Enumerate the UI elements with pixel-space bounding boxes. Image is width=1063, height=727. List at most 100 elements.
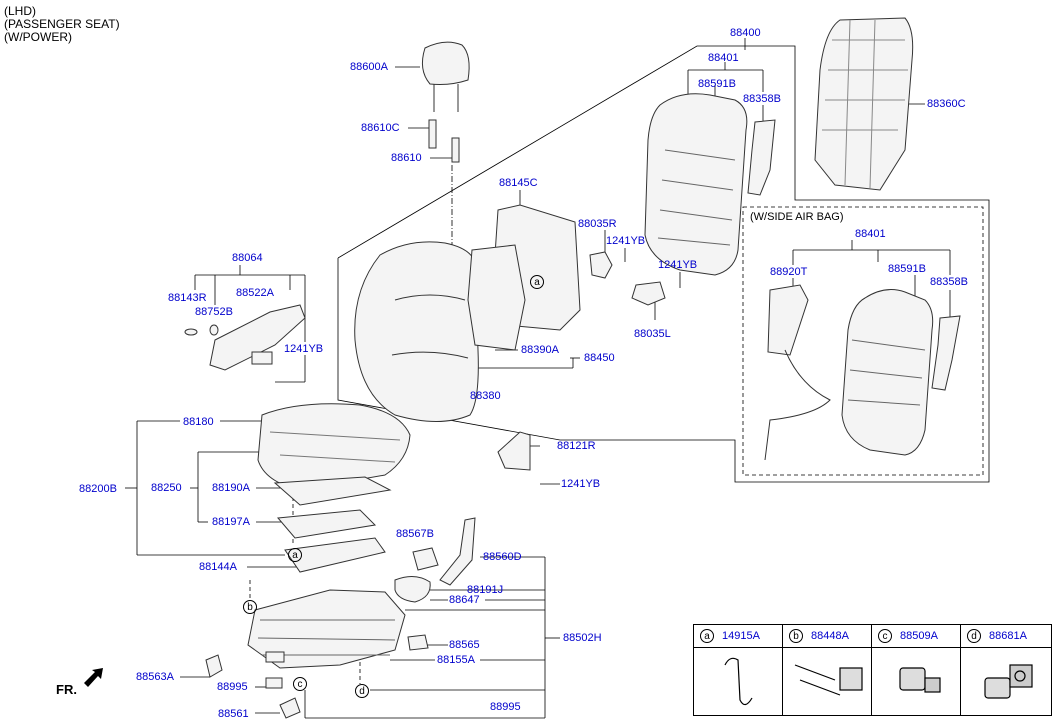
callout-88565[interactable]: 88565 <box>449 639 480 651</box>
callout-88197A[interactable]: 88197A <box>212 516 250 528</box>
clip-part <box>412 547 439 571</box>
legend-header: b 88448A <box>783 625 871 648</box>
seat-cushion-part <box>257 403 411 491</box>
cover-part <box>279 697 301 719</box>
cover-part <box>407 634 429 651</box>
callout-88121R[interactable]: 88121R <box>557 440 596 452</box>
callout-88600A[interactable]: 88600A <box>350 61 388 73</box>
marker-a: a <box>530 275 544 289</box>
callout-88191J[interactable]: 88191J <box>467 584 504 596</box>
legend-marker: d <box>967 629 981 643</box>
legend-marker: a <box>700 629 714 643</box>
callout-88563A[interactable]: 88563A <box>136 671 174 683</box>
callout-1241YB[interactable]: 1241YB <box>284 343 324 355</box>
airbag-variant-title: (W/SIDE AIR BAG) <box>750 211 844 223</box>
marker-b: b <box>243 600 257 614</box>
callout-88360C[interactable]: 88360C <box>927 98 966 110</box>
legend-header: d 88681A <box>961 625 1051 648</box>
callout-88561[interactable]: 88561 <box>218 708 249 720</box>
callout-88647[interactable]: 88647 <box>449 594 480 606</box>
legend-header: c 88509A <box>872 625 960 648</box>
bracket-part <box>631 281 666 306</box>
bracket-part <box>589 251 613 279</box>
callout-88920T[interactable]: 88920T <box>770 266 808 278</box>
callout-88522A[interactable]: 88522A <box>236 287 274 299</box>
callout-88144A[interactable]: 88144A <box>199 561 237 573</box>
callout-88567B[interactable]: 88567B <box>396 528 434 540</box>
callout-88752B[interactable]: 88752B <box>195 306 233 318</box>
headrest-part <box>421 41 470 85</box>
duct-part <box>439 517 476 586</box>
callout-88143R[interactable]: 88143R <box>168 292 207 304</box>
side-trim-part <box>747 119 776 196</box>
callout-1241YB[interactable]: 1241YB <box>561 478 601 490</box>
legend-cell-c: c 88509A <box>872 625 961 716</box>
legend-cell-a: a 14915A <box>694 625 783 716</box>
side-trim-part <box>931 315 961 391</box>
lumbar-support-part <box>209 304 306 371</box>
callout-88401-airbag[interactable]: 88401 <box>855 228 886 240</box>
airbag-module-part <box>767 284 809 356</box>
variant-note-seat: (PASSENGER SEAT) <box>4 17 120 31</box>
guide-part <box>428 119 437 149</box>
backrest-frame-part <box>841 289 934 456</box>
callout-88610C[interactable]: 88610C <box>361 122 400 134</box>
callout-88145C[interactable]: 88145C <box>499 177 538 189</box>
callout-88995[interactable]: 88995 <box>490 701 521 713</box>
callout-88358B-airbag[interactable]: 88358B <box>930 276 968 288</box>
callout-1241YB[interactable]: 1241YB <box>658 259 698 271</box>
front-direction-label: FR. <box>56 682 77 697</box>
cover-part <box>205 654 223 678</box>
legend-part-code[interactable]: 88448A <box>811 630 849 642</box>
legend-marker: b <box>789 629 803 643</box>
guide-part <box>451 137 460 163</box>
variant-note-power: (W/POWER) <box>4 30 72 44</box>
callout-88450[interactable]: 88450 <box>584 352 615 364</box>
callout-88180[interactable]: 88180 <box>183 416 214 428</box>
callout-88035L[interactable]: 88035L <box>634 328 671 340</box>
legend-marker: c <box>878 629 892 643</box>
motor-icon <box>899 667 941 693</box>
callout-88401[interactable]: 88401 <box>708 52 739 64</box>
callout-88591B[interactable]: 88591B <box>698 78 736 90</box>
legend-cell-d: d 88681A <box>961 625 1051 716</box>
cover-part <box>265 651 285 663</box>
callout-88064[interactable]: 88064 <box>232 252 263 264</box>
legend-header: a 14915A <box>694 625 782 648</box>
callout-88995[interactable]: 88995 <box>217 681 248 693</box>
front-arrow-icon <box>84 668 103 687</box>
legend-part-code[interactable]: 88681A <box>989 630 1027 642</box>
callout-88250[interactable]: 88250 <box>151 482 182 494</box>
callout-1241YB[interactable]: 1241YB <box>606 235 646 247</box>
variant-note-lhd: (LHD) <box>4 4 36 18</box>
marker-d: d <box>355 684 369 698</box>
rear-panel-part <box>814 17 914 191</box>
motor-gear-icon <box>984 664 1033 699</box>
callout-88358B[interactable]: 88358B <box>743 93 781 105</box>
cover-part <box>265 677 283 689</box>
legend-table: a 14915A b 88448A c 88509A d 88681A <box>693 624 1052 716</box>
hook-wire-icon <box>724 657 753 706</box>
airbag-variant-box <box>742 206 984 476</box>
legend-cell-b: b 88448A <box>783 625 872 716</box>
legend-part-code[interactable]: 88509A <box>900 630 938 642</box>
callout-88502H[interactable]: 88502H <box>563 632 602 644</box>
seat-track-frame-part <box>247 589 406 669</box>
callout-88400[interactable]: 88400 <box>730 27 761 39</box>
callout-88035R[interactable]: 88035R <box>578 218 617 230</box>
callout-88390A[interactable]: 88390A <box>521 344 559 356</box>
callout-88610[interactable]: 88610 <box>391 152 422 164</box>
callout-88200B[interactable]: 88200B <box>79 483 117 495</box>
back-panel-part <box>467 244 526 351</box>
seat-pad-part <box>273 476 392 506</box>
callout-88560D[interactable]: 88560D <box>483 551 522 563</box>
callout-88591B-airbag[interactable]: 88591B <box>888 263 926 275</box>
fan-part <box>394 576 431 603</box>
back-cover-part <box>354 241 479 422</box>
seat-pad-part <box>284 537 386 573</box>
callout-88155A[interactable]: 88155A <box>437 654 475 666</box>
callout-88190A[interactable]: 88190A <box>212 482 250 494</box>
callout-88380[interactable]: 88380 <box>470 390 501 402</box>
legend-part-code[interactable]: 14915A <box>722 630 760 642</box>
